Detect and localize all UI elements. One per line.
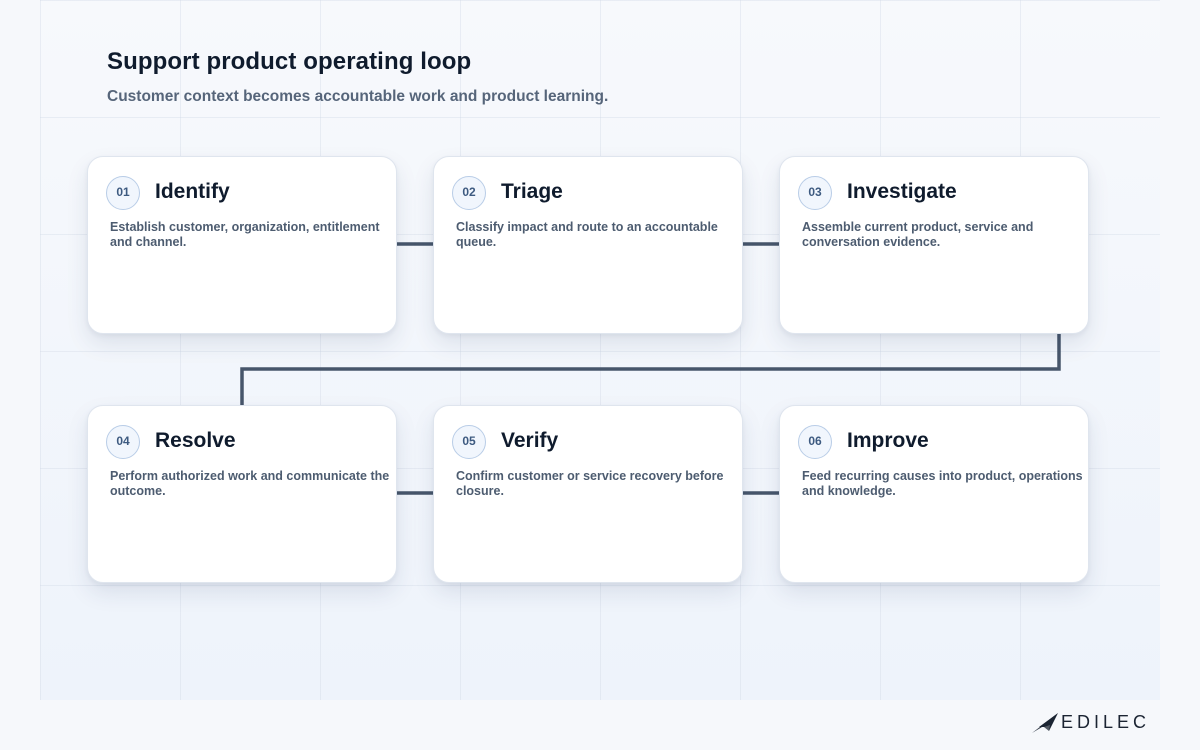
step-description: Classify impact and route to an accounta… xyxy=(456,220,718,249)
step-card-investigate: 03 Investigate Assemble current product,… xyxy=(779,156,1089,334)
step-card-triage: 02 Triage Classify impact and route to a… xyxy=(433,156,743,334)
step-number-badge: 03 xyxy=(798,176,832,210)
step-description: Establish customer, organization, entitl… xyxy=(110,220,380,249)
brand-name: EDILEC xyxy=(1061,712,1151,732)
step-description: Assemble current product, service and co… xyxy=(802,220,1034,249)
step-card-verify: 05 Verify Confirm customer or service re… xyxy=(433,405,743,583)
step-card-improve: 06 Improve Feed recurring causes into pr… xyxy=(779,405,1089,583)
step-title: Identify xyxy=(155,180,230,203)
step-number-badge: 06 xyxy=(798,425,832,459)
step-number-badge: 05 xyxy=(452,425,486,459)
step-number-badge: 04 xyxy=(106,425,140,459)
step-title: Resolve xyxy=(155,429,236,452)
connector-03-04 xyxy=(240,333,1061,406)
step-title: Investigate xyxy=(847,180,957,203)
diagram-background xyxy=(40,0,1160,700)
paper-plane-logo-icon xyxy=(1032,713,1058,733)
brand-logo: EDILEC xyxy=(1031,710,1155,736)
step-description: Feed recurring causes into product, oper… xyxy=(802,469,1083,498)
step-title: Verify xyxy=(501,429,559,452)
page-subtitle: Customer context becomes accountable wor… xyxy=(107,88,609,105)
step-number-badge: 01 xyxy=(106,176,140,210)
page-title: Support product operating loop xyxy=(107,48,472,75)
step-card-identify: 01 Identify Establish customer, organiza… xyxy=(87,156,397,334)
step-title: Triage xyxy=(501,180,563,203)
step-card-resolve: 04 Resolve Perform authorized work and c… xyxy=(87,405,397,583)
step-title: Improve xyxy=(847,429,929,452)
step-description: Perform authorized work and communicate … xyxy=(110,469,390,498)
step-description: Confirm customer or service recovery bef… xyxy=(456,469,724,498)
step-number-badge: 02 xyxy=(452,176,486,210)
